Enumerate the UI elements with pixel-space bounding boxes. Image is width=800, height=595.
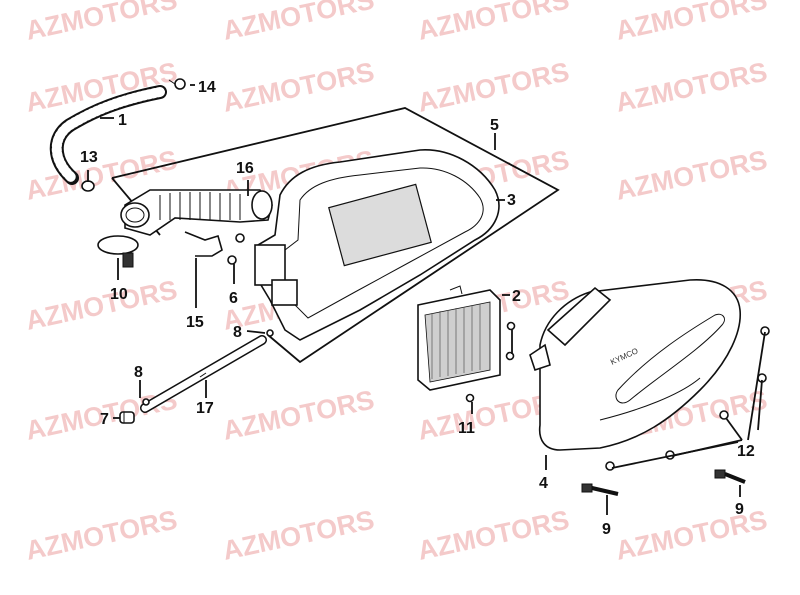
watermark: AZMOTORS (613, 145, 770, 206)
watermark: AZMOTORS (23, 0, 180, 46)
air-filter-cover-part: KYMCO (529, 279, 741, 451)
watermark: AZMOTORS (23, 505, 180, 566)
watermark: AZMOTORS (23, 275, 180, 336)
leader-lines (87, 84, 766, 515)
label-13: 13 (80, 149, 98, 166)
label-9-right: 9 (735, 501, 744, 518)
screw-part-16b (235, 233, 245, 243)
intake-duct-part (120, 189, 273, 236)
tube-clip-part-8 (142, 398, 150, 406)
label-12: 12 (737, 443, 755, 460)
clip-part-14 (168, 78, 186, 90)
screw-part-11 (465, 321, 516, 403)
breather-hose-part (49, 85, 167, 185)
watermark: AZMOTORS (220, 385, 377, 446)
assembly-group-outline (111, 107, 560, 364)
label-15: 15 (186, 314, 204, 331)
label-2: 2 (512, 288, 521, 305)
label-8-lower: 8 (134, 364, 143, 381)
bolt-part-9-left (581, 483, 619, 496)
hose-clamp-part (97, 235, 139, 268)
label-8-upper: 8 (233, 324, 242, 341)
label-11: 11 (458, 420, 475, 437)
label-16: 16 (236, 160, 254, 177)
air-filter-case-part (254, 149, 500, 341)
label-1: 1 (118, 112, 127, 129)
label-7: 7 (100, 411, 109, 428)
watermark: AZMOTORS (613, 505, 770, 566)
watermark: AZMOTORS (220, 0, 377, 46)
label-4: 4 (539, 475, 548, 492)
filter-element-part (417, 285, 501, 391)
label-17: 17 (196, 400, 214, 417)
bracket-part-15 (184, 231, 223, 257)
watermark: AZMOTORS (220, 57, 377, 118)
watermark: AZMOTORS (613, 57, 770, 118)
label-14: 14 (198, 79, 216, 96)
watermark: AZMOTORS (415, 505, 572, 566)
bolt-part-9-right (714, 469, 746, 484)
label-3: 3 (507, 192, 516, 209)
plug-part-7 (119, 411, 135, 424)
watermark: AZMOTORS (220, 505, 377, 566)
watermark: AZMOTORS (613, 0, 770, 46)
watermark: AZMOTORS (415, 0, 572, 46)
clamp-part-13 (81, 180, 95, 192)
drain-tube-part (140, 335, 267, 413)
part-labels: 14 1 13 16 10 15 6 8 8 7 17 5 3 2 11 4 1… (80, 79, 755, 538)
label-10: 10 (110, 286, 128, 303)
label-9-left: 9 (602, 521, 611, 538)
drain-plug-part-8 (266, 329, 274, 337)
screw-part-6 (227, 255, 237, 265)
watermark: AZMOTORS (415, 57, 572, 118)
label-5: 5 (490, 117, 499, 134)
label-6: 6 (229, 290, 238, 307)
